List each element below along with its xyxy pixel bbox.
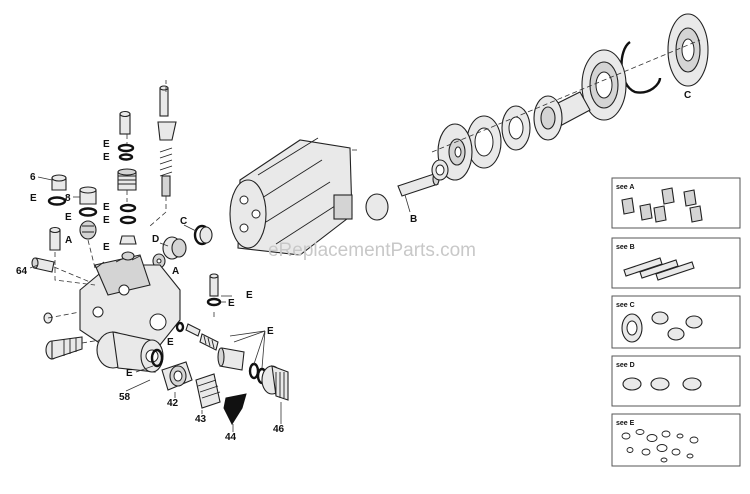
label-e8: E xyxy=(246,290,253,301)
label-8: 8 xyxy=(65,193,71,204)
seal-d xyxy=(162,236,187,260)
o-ring-58 xyxy=(150,348,164,368)
o-ring-e1 xyxy=(117,143,135,153)
label-e10: E xyxy=(167,337,174,348)
label-a1: A xyxy=(65,235,72,246)
piston-b xyxy=(397,159,449,197)
check-valve-a-left xyxy=(79,220,97,240)
plug-6 xyxy=(51,174,67,191)
plug-8 xyxy=(79,186,97,205)
label-a2: A xyxy=(172,266,179,277)
manifold-bolt xyxy=(45,336,83,360)
label-e6: E xyxy=(103,215,110,226)
nut-42 xyxy=(161,361,193,391)
cap-44 xyxy=(223,393,247,426)
o-ring-e2 xyxy=(118,153,134,161)
kit-box-c xyxy=(611,295,741,349)
eccentric-shaft xyxy=(533,91,591,141)
label-e3: E xyxy=(103,139,110,150)
label-42: 42 xyxy=(167,398,179,409)
injector-valve xyxy=(119,110,131,135)
adapter-e xyxy=(217,347,245,371)
label-e12: E xyxy=(126,368,133,379)
spring-connector xyxy=(185,323,219,351)
kit-label-b: see B xyxy=(616,244,635,251)
seal-c xyxy=(193,224,213,246)
label-d: D xyxy=(152,234,159,245)
thrust-bearing xyxy=(466,115,502,169)
ball-bearing-large xyxy=(581,49,627,121)
o-ring-8 xyxy=(78,207,98,217)
bearing-small xyxy=(501,105,531,151)
o-ring-e7 xyxy=(248,362,260,380)
label-64: 64 xyxy=(16,266,28,277)
pump-housing xyxy=(229,137,353,256)
retaining-ring xyxy=(620,41,662,94)
o-ring-6 xyxy=(47,196,67,206)
fitting-e-center xyxy=(209,273,219,297)
o-ring-e5 xyxy=(206,297,222,307)
label-e1: E xyxy=(30,193,37,204)
piston-spring xyxy=(365,193,389,221)
label-e11: E xyxy=(267,326,274,337)
label-e4: E xyxy=(103,152,110,163)
o-ring-e4 xyxy=(119,215,137,225)
kit-box-e xyxy=(611,413,741,467)
watermark: eReplacementParts.com xyxy=(268,240,476,261)
valve-seat xyxy=(121,251,135,261)
plug-64 xyxy=(31,257,55,273)
kit-box-b xyxy=(611,237,741,289)
unloader-stem xyxy=(157,85,177,197)
kit-label-e: see E xyxy=(616,420,635,427)
label-c2: C xyxy=(684,90,691,101)
label-b: B xyxy=(410,214,417,225)
kit-label-c: see C xyxy=(616,302,635,309)
kit-label-a: see A xyxy=(616,184,634,191)
label-e5: E xyxy=(103,202,110,213)
o-ring-e3 xyxy=(119,203,137,213)
label-58: 58 xyxy=(119,392,131,403)
kit-box-a xyxy=(611,177,741,229)
label-c1: C xyxy=(180,216,187,227)
label-e9: E xyxy=(228,298,235,309)
label-e7: E xyxy=(103,242,110,253)
label-43: 43 xyxy=(195,414,207,425)
nut-e xyxy=(119,235,137,245)
kit-box-d xyxy=(611,355,741,407)
kit-label-d: see D xyxy=(616,362,635,369)
label-46: 46 xyxy=(273,424,285,435)
hose-adapter xyxy=(117,168,137,191)
label-6: 6 xyxy=(30,172,36,183)
label-44: 44 xyxy=(225,432,237,443)
manifold-body xyxy=(79,254,181,373)
fitting-46 xyxy=(261,365,289,401)
fitting-left xyxy=(49,226,61,251)
label-e2: E xyxy=(65,212,72,223)
o-ring-e6 xyxy=(175,321,185,333)
seal-c-top xyxy=(667,13,709,87)
filter-43 xyxy=(195,373,221,409)
